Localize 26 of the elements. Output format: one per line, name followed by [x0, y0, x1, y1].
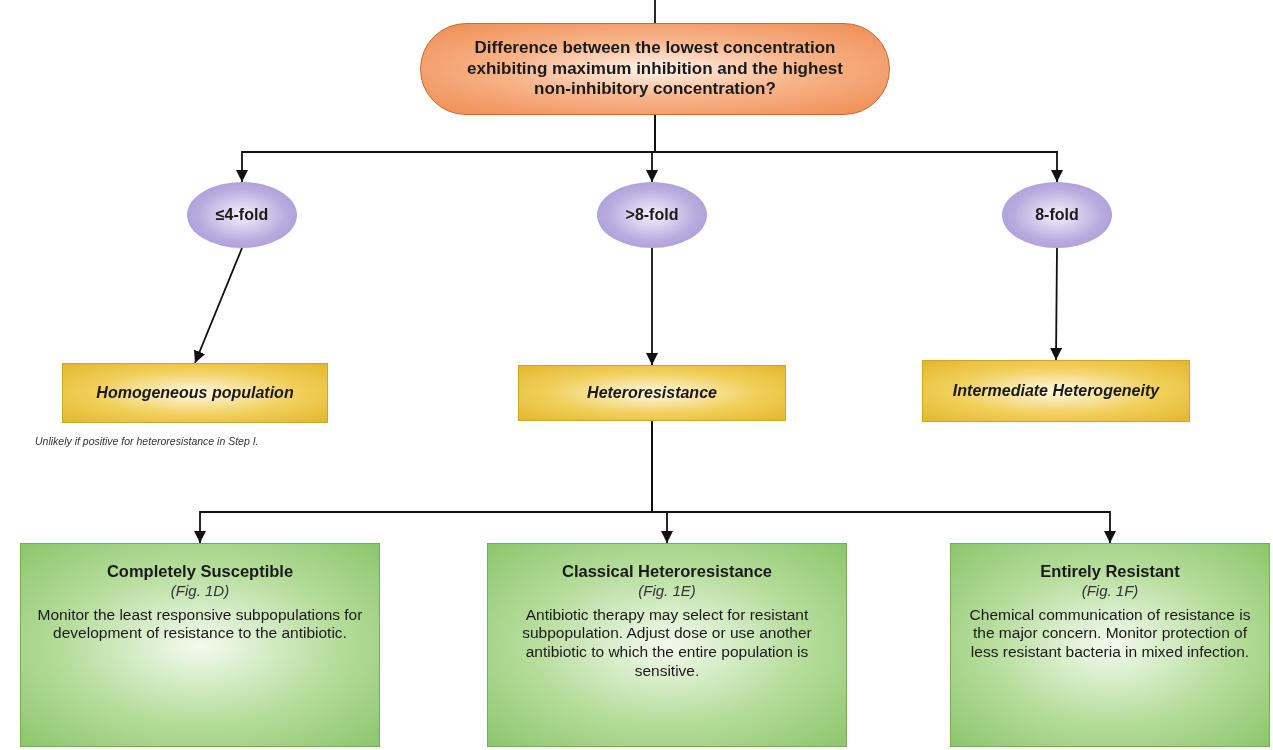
- category-bar: [922, 360, 1190, 422]
- figure-reference: (Fig. 1F): [1081, 581, 1139, 600]
- category-bar: [518, 365, 786, 421]
- category-label: Heteroresistance: [587, 383, 717, 403]
- arrow: [1050, 247, 1063, 361]
- outcome-box: [20, 543, 380, 747]
- arrow: [194, 247, 243, 364]
- category-label: Homogeneous population: [96, 383, 294, 403]
- outcome-description: Antibiotic therapy may select for resistant subpopulation. Adjust dose or use another antibiotic to which the entire population is sensitive.: [521, 605, 813, 681]
- outcome-title: Entirely Resistant: [1040, 562, 1180, 582]
- fold-label: ≤4-fold: [215, 205, 269, 225]
- outcome-description: Chemical communication of resistance is the major concern. Monitor protection of less resistant bacteria in mixed infection.: [968, 605, 1252, 662]
- note-text: Unlikely if positive for heteroresistance in Step I.: [35, 435, 259, 447]
- outcome-title: Completely Susceptible: [106, 562, 294, 582]
- category-label: Intermediate Heterogeneity: [952, 381, 1160, 401]
- fold-label: >8-fold: [625, 205, 679, 225]
- outcome-box: [487, 543, 847, 747]
- figure-reference: (Fig. 1D): [170, 581, 230, 600]
- figure-reference: (Fig. 1E): [638, 581, 696, 600]
- question-text: Difference between the lowest concentration exhibiting maximum inhibition and the highest non-inhibitory concentration?: [466, 38, 844, 100]
- category-bar: [62, 363, 328, 423]
- outcome-box: [950, 543, 1270, 747]
- fold-label: 8-fold: [1035, 205, 1079, 225]
- outcome-description: Monitor the least responsive subpopulations for development of resistance to the antibiotic.: [36, 605, 364, 643]
- arrow: [646, 247, 658, 366]
- outcome-title: Classical Heteroresistance: [561, 562, 772, 582]
